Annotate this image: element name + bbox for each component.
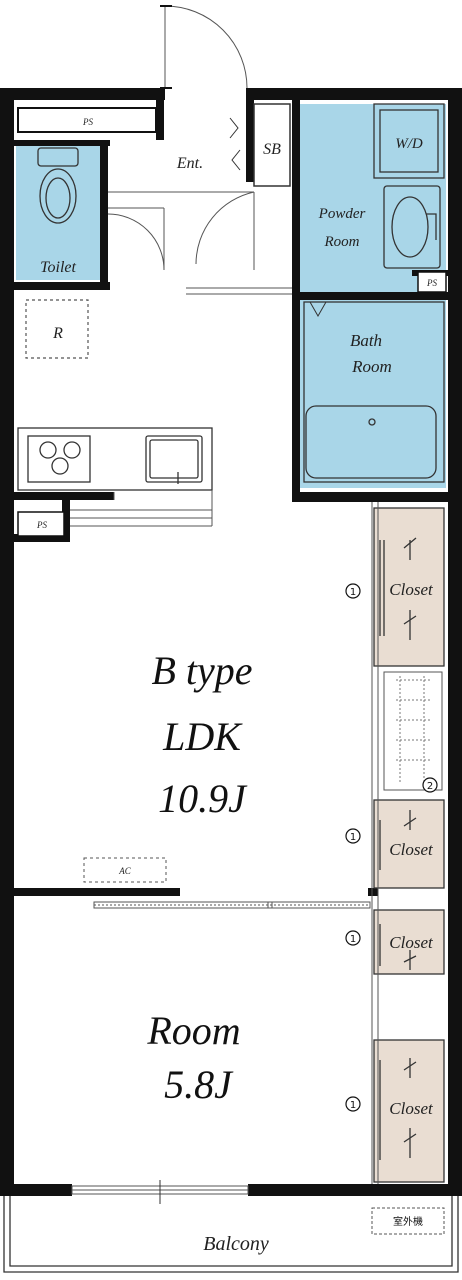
closet-wall-strips xyxy=(371,502,379,1184)
washer-dryer-label: W/D xyxy=(395,136,423,152)
room-size-label: 5.8J xyxy=(164,1062,234,1107)
air-conditioner xyxy=(83,857,167,883)
marker-1-a: 1 xyxy=(345,583,361,599)
ps-label-powder: PS xyxy=(426,278,437,288)
bath-room-label-1: Bath xyxy=(350,331,382,350)
type-label: B type xyxy=(151,648,252,693)
bath-door-mark xyxy=(309,301,327,318)
outdoor-unit-label: 室外機 xyxy=(393,1215,423,1228)
ps-label-kitchen: PS xyxy=(36,520,47,530)
closet-label-2: Closet xyxy=(389,840,434,859)
bathtub-icon xyxy=(303,301,445,483)
refrigerator-space xyxy=(25,299,89,359)
ps-box-powder xyxy=(417,271,447,293)
svg-text:2: 2 xyxy=(427,781,433,792)
ldk-label: LDK xyxy=(162,714,243,759)
closet-label-3: Closet xyxy=(389,933,434,952)
outdoor-unit xyxy=(371,1207,445,1235)
sink-icon xyxy=(383,185,441,269)
svg-text:1: 1 xyxy=(350,587,356,598)
storage-shelf xyxy=(383,671,443,791)
shoe-box-label: SB xyxy=(263,141,281,158)
bath-room-label-2: Room xyxy=(351,357,392,376)
balcony-outline xyxy=(3,1196,459,1273)
ps-box-kitchen xyxy=(17,511,65,537)
entrance-details xyxy=(107,117,292,295)
marker-1-d: 1 xyxy=(345,1096,361,1112)
closet-label-1: Closet xyxy=(389,580,434,599)
bath-room-area xyxy=(300,300,446,488)
toilet-area xyxy=(16,140,104,280)
entrance-door xyxy=(160,5,248,89)
marker-2: 2 xyxy=(422,777,438,793)
closet-outlines xyxy=(373,507,445,1183)
air-conditioner-label: AC xyxy=(118,866,131,876)
closet-1-area xyxy=(374,508,444,666)
balcony-label: Balcony xyxy=(203,1233,269,1255)
counter-edge-lines xyxy=(70,490,213,527)
ldk-size-label: 10.9J xyxy=(158,776,248,821)
marker-1-c: 1 xyxy=(345,930,361,946)
toilet-icon xyxy=(37,147,79,224)
shoe-box xyxy=(253,103,291,187)
svg-text:1: 1 xyxy=(350,832,356,843)
powder-room-label-1: Powder xyxy=(318,206,366,222)
toilet-label: Toilet xyxy=(40,259,76,276)
kitchen-counter xyxy=(17,427,213,491)
closet-label-4: Closet xyxy=(389,1099,434,1118)
entrance-label: Ent. xyxy=(176,155,203,172)
marker-1-b: 1 xyxy=(345,828,361,844)
sliding-door xyxy=(93,901,371,909)
ps-label-top: PS xyxy=(82,117,93,127)
balcony-window xyxy=(71,1180,249,1204)
interior-walls xyxy=(14,100,456,896)
washer-dryer-icon xyxy=(373,103,445,179)
powder-room-label-2: Room xyxy=(324,234,360,250)
refrigerator-label: R xyxy=(52,325,63,342)
closet-4-area xyxy=(374,1040,444,1182)
svg-text:1: 1 xyxy=(350,934,356,945)
closet-3-area xyxy=(374,910,444,974)
room-label: Room xyxy=(146,1008,240,1053)
powder-room-area xyxy=(300,104,446,294)
svg-text:1: 1 xyxy=(350,1100,356,1111)
outer-walls xyxy=(0,88,462,1196)
closet-2-area xyxy=(374,800,444,888)
storage-shelf-hatch xyxy=(396,676,430,784)
